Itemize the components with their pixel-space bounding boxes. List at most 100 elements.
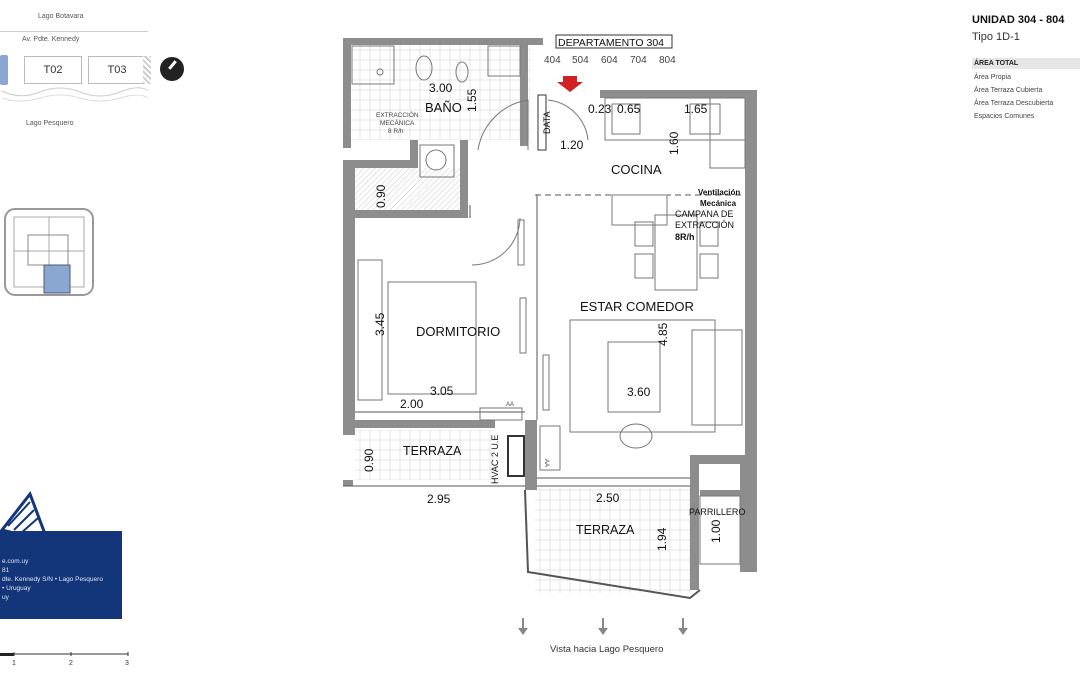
bano-door xyxy=(477,99,529,151)
apartment-label-box xyxy=(555,34,673,49)
lake-bottom-label: Lago Pesquero xyxy=(26,120,74,127)
dim-label: 1.20 xyxy=(560,138,584,152)
floor-number: 704 xyxy=(630,55,647,66)
unit-type: Tipo 1D-1 xyxy=(972,31,1020,43)
room-parrillero: PARRILLERO xyxy=(689,507,745,517)
dim-label: 2.00 xyxy=(400,397,424,411)
contact-line: dte. Kennedy S/N • Lago Pesquero xyxy=(2,576,103,583)
tower-t02[interactable]: T02 xyxy=(24,56,82,84)
armchair xyxy=(619,423,653,449)
scale-bar: 1 2 3 xyxy=(0,652,129,667)
scale-tick: 3 xyxy=(125,660,129,667)
room-cocina: COCINA xyxy=(611,162,662,177)
shower xyxy=(351,45,395,85)
dim-label: 3.00 xyxy=(429,81,453,95)
dim-label: 4.85 xyxy=(656,322,670,346)
contact-line: e.com.uy xyxy=(2,558,29,565)
note-ventilacion: Ventilación xyxy=(698,188,740,197)
key-plan xyxy=(4,208,94,296)
legend-header: ÁREA TOTAL xyxy=(972,58,1080,69)
hvac-unit xyxy=(507,435,525,477)
avenue-label: Av. Pdte. Kennedy xyxy=(22,36,80,43)
contact-line: 81 xyxy=(2,567,10,574)
coffee-table xyxy=(607,341,661,413)
dining-table xyxy=(654,214,698,291)
bano-floor xyxy=(350,45,530,140)
room-bano: BAÑO xyxy=(425,100,462,115)
bidet xyxy=(455,61,469,83)
nightstand-wall xyxy=(357,259,383,401)
area-legend: ÁREA TOTAL Área Propia Área Terraza Cubi… xyxy=(972,58,1080,123)
north-compass-icon xyxy=(160,57,184,81)
legend-item: Espacios Comunes xyxy=(974,113,1035,120)
dim-label: 3.05 xyxy=(430,384,454,398)
closet-hatch xyxy=(355,168,465,216)
divider xyxy=(0,31,148,32)
walls xyxy=(343,38,757,590)
dim-label: 2.95 xyxy=(427,492,451,506)
note-campana: CAMPANA DE xyxy=(675,209,733,219)
note-campana: EXTRACCIÓN xyxy=(675,220,734,230)
scale-tick: 1 xyxy=(12,660,16,667)
tower-t01-selected[interactable] xyxy=(0,55,8,85)
hatch-marker xyxy=(143,56,151,84)
view-arrows xyxy=(518,618,688,635)
terraza-left-floor xyxy=(355,430,495,480)
floor-number: 504 xyxy=(572,55,589,66)
floor-number: 604 xyxy=(601,55,618,66)
note-extraccion: EXTRACCIÓN xyxy=(376,110,419,119)
note-campana: 8R/h xyxy=(675,232,695,242)
floor-number: 404 xyxy=(544,55,561,66)
dim-label: 1.94 xyxy=(655,527,669,551)
dim-label: 3.45 xyxy=(373,312,387,336)
sofa xyxy=(691,329,743,426)
room-dormitorio: DORMITORIO xyxy=(416,324,500,339)
note-aa: AA xyxy=(543,459,549,467)
dim-label: 0.90 xyxy=(362,448,376,472)
room-terraza-left: TERRAZA xyxy=(403,444,462,458)
washer xyxy=(425,149,447,171)
note-aa: AA xyxy=(506,402,514,408)
room-estar-comedor: ESTAR COMEDOR xyxy=(580,299,694,314)
dormitorio-door xyxy=(471,217,521,266)
scale-tick: 2 xyxy=(69,660,73,667)
note-data: DATA xyxy=(542,111,552,134)
dim-label: 0.90 xyxy=(374,184,388,208)
rug xyxy=(569,319,716,433)
note-hvac: HVAC 2 U.E xyxy=(490,435,500,484)
contact-line: • Uruguay xyxy=(2,585,31,592)
tower-t03[interactable]: T03 xyxy=(88,56,146,84)
dim-label: 0.23 xyxy=(588,102,612,116)
dim-label: 1.60 xyxy=(667,131,681,155)
note-extraccion: 8 R/h xyxy=(388,128,404,135)
entry-door xyxy=(547,99,589,141)
dim-label: 1.65 xyxy=(684,102,708,116)
kitchen-island xyxy=(611,194,668,226)
legend-item: Área Terraza Descubierta xyxy=(974,100,1054,107)
contact-line: uy xyxy=(2,594,9,601)
view-caption: Vista hacia Lago Pesquero xyxy=(550,644,663,655)
dim-label: 1.00 xyxy=(709,519,723,543)
site-outline xyxy=(1,87,149,102)
dim-label: 2.50 xyxy=(596,491,620,505)
room-terraza-right: TERRAZA xyxy=(576,523,635,537)
unit-title: UNIDAD 304 - 804 xyxy=(972,14,1065,26)
dim-label: 1.55 xyxy=(465,88,479,112)
floor-number: 804 xyxy=(659,55,676,66)
note-ventilacion: Mecánica xyxy=(700,199,737,208)
sink xyxy=(487,45,521,77)
terraza-right-floor xyxy=(535,488,690,593)
fridge xyxy=(709,97,746,169)
note-extraccion: MECÁNICA xyxy=(380,118,415,127)
lake-top-label: Lago Botavara xyxy=(38,13,84,20)
contact-card: e.com.uy 81 dte. Kennedy S/N • Lago Pesq… xyxy=(0,531,122,619)
dim-label: 3.60 xyxy=(627,385,651,399)
legend-item: Área Terraza Cubierta xyxy=(974,87,1043,94)
bed xyxy=(387,281,477,395)
floor-plan: DEPARTAMENTO 304 404 504 604 704 804 BAÑ… xyxy=(343,34,757,655)
apartment-label: DEPARTAMENTO 304 xyxy=(558,37,664,49)
parrillero-box xyxy=(699,495,741,565)
toilet xyxy=(415,55,433,81)
entry-arrow-icon xyxy=(557,76,583,92)
legend-item: Área Propia xyxy=(974,74,1011,81)
